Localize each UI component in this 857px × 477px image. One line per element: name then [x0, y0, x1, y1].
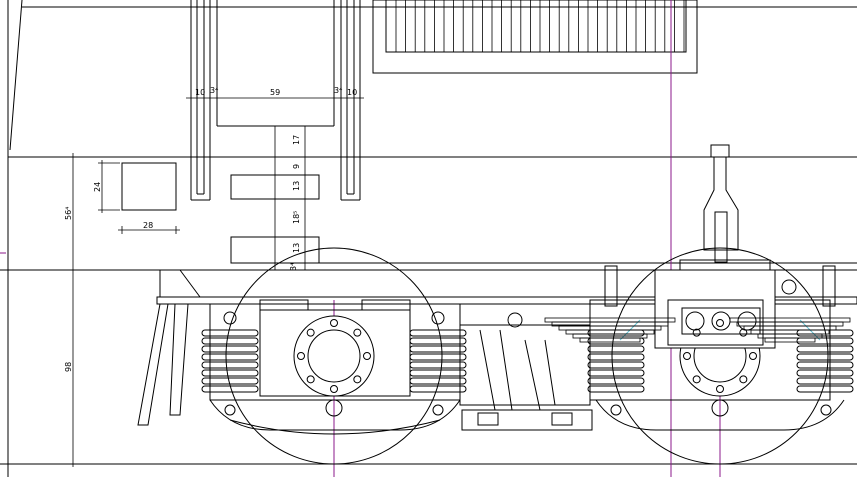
exhaust-stack: [679, 144, 771, 271]
leaf-spring-plate: [565, 329, 655, 335]
dim-18: 18⁵: [292, 211, 301, 224]
leaf-springs: [544, 317, 851, 343]
spring-coil: [409, 369, 467, 377]
bolt: [739, 375, 748, 384]
spring-coil: [409, 345, 467, 353]
dim-24: 24: [93, 182, 102, 192]
leaf-spring-plate: [764, 337, 816, 343]
bolt: [306, 328, 315, 337]
bolt: [692, 375, 701, 384]
spring-coil: [796, 361, 854, 369]
leaf-spring-plate: [558, 325, 662, 331]
bolt: [716, 385, 724, 393]
left-bogie: [201, 247, 523, 465]
spring-coil: [409, 385, 467, 393]
spring-coil: [201, 337, 259, 345]
bolt: [363, 352, 371, 360]
spring-coil: [587, 361, 645, 369]
top-dimension-line: 10 3⁴ 59 3⁴ 10: [186, 86, 364, 102]
dim-3-left: 3⁴: [210, 86, 218, 95]
spring-coil: [201, 377, 259, 385]
spring-coil: [587, 345, 645, 353]
dim-3-bottom: 3⁴: [289, 263, 298, 271]
side-box: 24 28: [93, 160, 180, 234]
spring-coil: [796, 377, 854, 385]
spring-coil: [409, 353, 467, 361]
bolt: [749, 352, 757, 360]
bolt: [716, 319, 724, 327]
dim-10-right: 10: [347, 88, 357, 97]
spring-coil: [409, 377, 467, 385]
radiator-grille: [372, 0, 698, 74]
bolt: [353, 375, 362, 384]
spring-coil: [201, 329, 259, 337]
spring-coil: [201, 353, 259, 361]
spring-coil: [201, 369, 259, 377]
spring-coil: [201, 385, 259, 393]
bolt: [353, 328, 362, 337]
leaf-spring-plate: [579, 337, 641, 343]
left-dimension-line: 56⁴ 98: [64, 153, 80, 467]
dim-10-left: 10: [195, 88, 205, 97]
vertical-dimension-stack: 17 9 13 18⁵ 13 3⁴: [230, 126, 320, 271]
dim-56: 56⁴: [64, 207, 73, 220]
spring-coil: [587, 385, 645, 393]
bolt: [683, 352, 691, 360]
bolt: [297, 352, 305, 360]
spring-coil: [587, 369, 645, 377]
dim-17: 17: [292, 135, 301, 145]
spring-coil: [796, 385, 854, 393]
dim-59: 59: [270, 88, 280, 97]
spring-coil: [587, 337, 645, 345]
spring-coil: [409, 329, 467, 337]
spring-coil: [409, 337, 467, 345]
bolt: [692, 328, 701, 337]
pipe-frame: [190, 0, 361, 201]
spring-coil: [796, 369, 854, 377]
spring-coil: [587, 353, 645, 361]
spring-coil: [796, 345, 854, 353]
dim-13-upper: 13: [292, 181, 301, 191]
dim-98: 98: [64, 362, 73, 372]
spring-coil: [796, 353, 854, 361]
spring-coil: [201, 345, 259, 353]
spring-coil: [409, 361, 467, 369]
bolt: [330, 385, 338, 393]
dim-9: 9: [292, 164, 301, 169]
spring-coil: [201, 361, 259, 369]
dim-28: 28: [143, 221, 153, 230]
spring-coil: [796, 337, 854, 345]
spring-coil: [587, 329, 645, 337]
spring-coil: [587, 377, 645, 385]
dim-13-lower: 13: [292, 243, 301, 253]
dim-3-right: 3⁴: [334, 86, 342, 95]
bolt: [330, 319, 338, 327]
bolt: [739, 328, 748, 337]
bolt: [306, 375, 315, 384]
